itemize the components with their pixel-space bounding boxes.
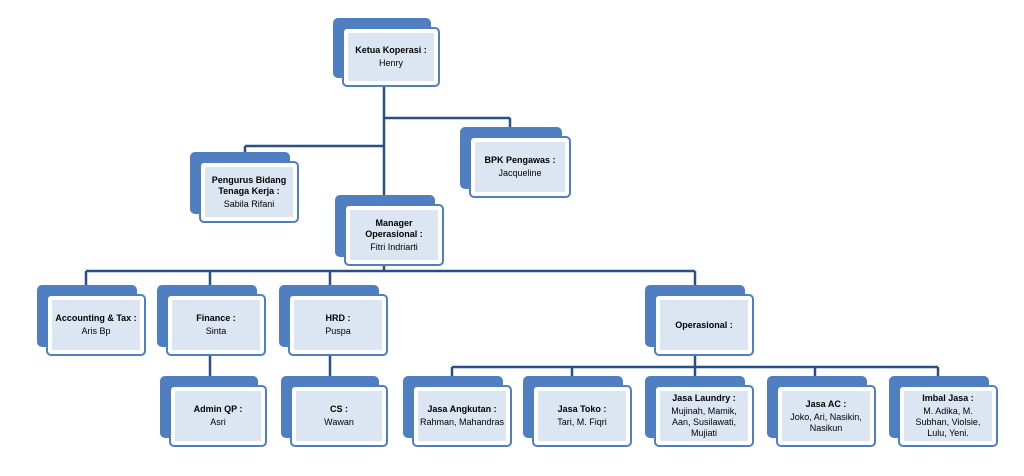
node-cs: CS : Wawan <box>281 376 389 448</box>
node-bpk-pengawas: BPK Pengawas : Jacqueline <box>460 127 572 199</box>
node-name: Aris Bp <box>81 326 111 336</box>
node-title: CS : <box>330 404 348 414</box>
node-title: Accounting & Tax : <box>55 313 137 323</box>
node-admin-qp: Admin QP : Asri <box>160 376 268 448</box>
node-manager-operasional: Manager Operasional : Fitri Indriarti <box>335 195 445 267</box>
node-name: Puspa <box>325 326 351 336</box>
node-title: Ketua Koperasi : <box>355 45 427 55</box>
node-hrd: HRD : Puspa <box>279 285 389 357</box>
node-name: M. Adika, M. Subhan, Violsie, Lulu, Yeni… <box>915 406 981 438</box>
node-name: Joko, Ari, Nasikin, Nasikun <box>790 411 862 433</box>
node-title: Jasa Toko : <box>557 404 607 414</box>
node-operasional: Operasional : <box>645 285 755 357</box>
node-jasa-ac: Jasa AC : Joko, Ari, Nasikin, Nasikun <box>767 376 877 448</box>
node-title: Jasa Angkutan : <box>427 404 497 414</box>
node-ketua-koperasi: Ketua Koperasi : Henry <box>333 18 441 88</box>
node-title: Jasa AC : <box>805 398 847 409</box>
node-name: Wawan <box>324 417 354 427</box>
node-title: Admin QP : <box>193 404 243 414</box>
node-title: Imbal Jasa : <box>922 393 974 403</box>
node-accounting-tax: Accounting & Tax : Aris Bp <box>37 285 147 357</box>
node-jasa-laundry: Jasa Laundry : Mujinah, Mamik, Aan, Susi… <box>645 376 755 448</box>
node-name: Asri <box>210 417 226 427</box>
node-finance: Finance : Sinta <box>157 285 267 357</box>
node-title: Jasa Laundry : <box>672 393 736 403</box>
node-jasa-toko: Jasa Toko : Tari, M. Fiqri <box>523 376 633 448</box>
node-title: Pengurus Bidang Tenaga Kerja : <box>211 174 287 196</box>
node-name: Henry <box>378 58 403 68</box>
node-title: Operasional : <box>675 319 733 330</box>
node-title: HRD : <box>325 313 351 323</box>
node-title: BPK Pengawas : <box>484 155 556 165</box>
node-name: Sinta <box>205 326 227 336</box>
node-name: Mujinah, Mamik, Aan, Susilawati, Mujiati <box>671 406 737 438</box>
node-name: Jacqueline <box>498 168 542 178</box>
node-imbal-jasa: Imbal Jasa : M. Adika, M. Subhan, Violsi… <box>889 376 999 448</box>
node-name: Sabila Rifani <box>223 198 275 209</box>
node-name: Rahman, Mahandras <box>419 417 505 427</box>
node-name: Tari, M. Fiqri <box>557 417 607 427</box>
node-title: Manager Operasional : <box>365 217 423 239</box>
node-jasa-angkutan: Jasa Angkutan : Rahman, Mahandras <box>403 376 513 448</box>
node-name: Fitri Indriarti <box>370 241 418 252</box>
node-title: Finance : <box>196 313 236 323</box>
node-pengurus-bidang: Pengurus Bidang Tenaga Kerja : Sabila Ri… <box>190 152 300 224</box>
